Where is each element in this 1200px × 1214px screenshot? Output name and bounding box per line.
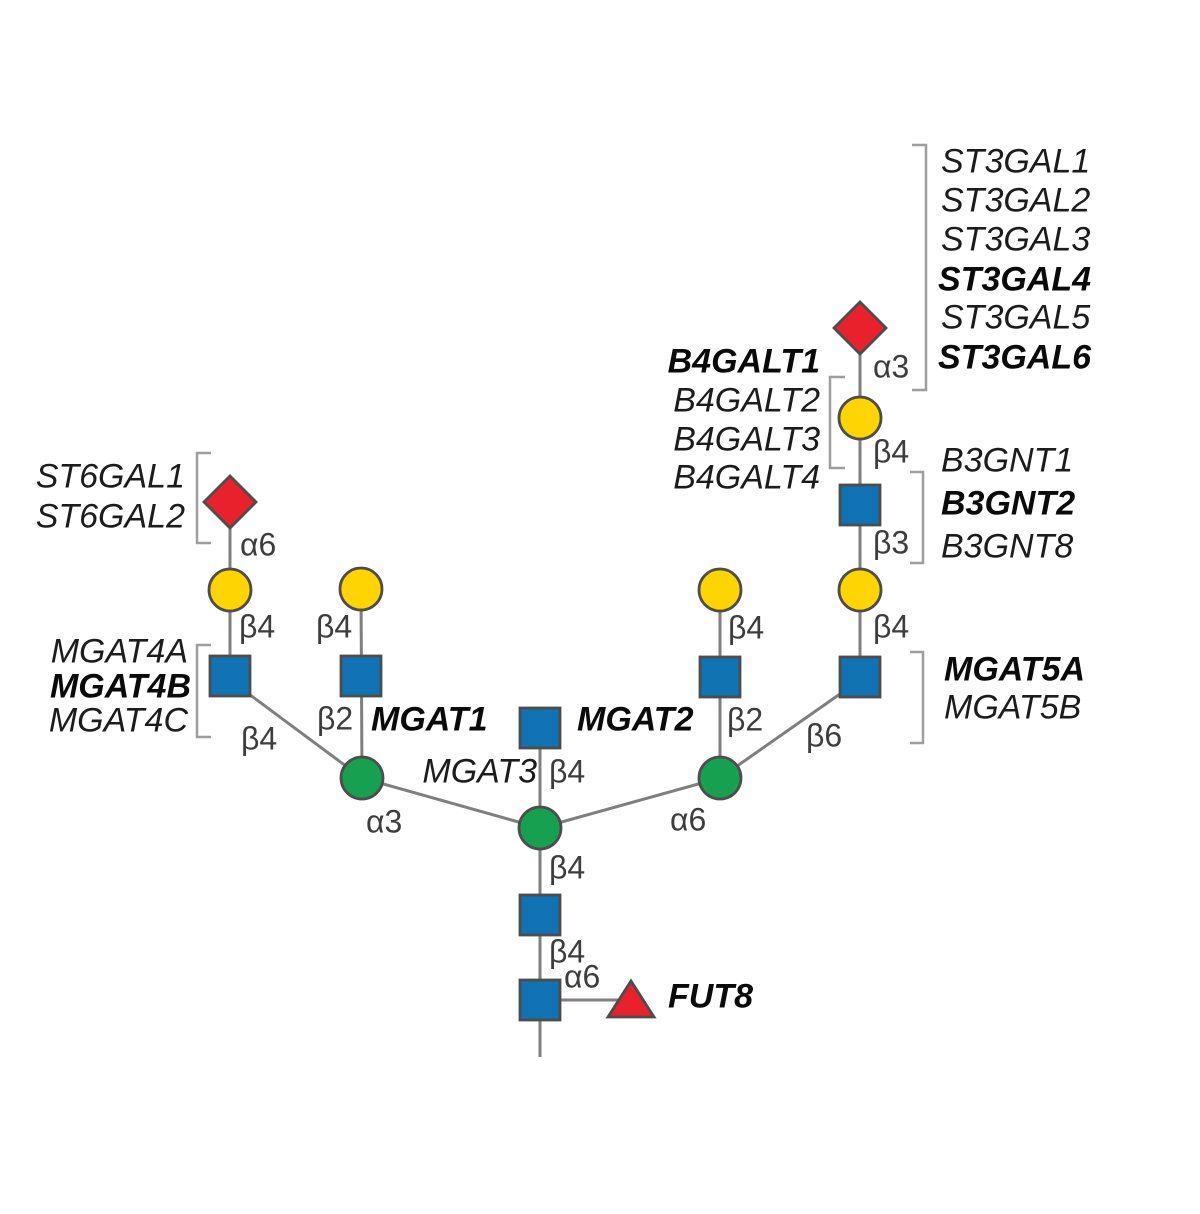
linkage-label-alpha3: α3: [366, 803, 403, 840]
linkage-label-alpha6: α6: [564, 958, 601, 995]
enzyme-label-st6gal2: ST6GAL2: [35, 497, 185, 536]
mannose-circle-core: [517, 805, 563, 851]
st3gal-bracket: [912, 143, 928, 392]
enzyme-label-b4galt4: B4GALT4: [673, 458, 820, 497]
enzyme-label-mgat1: MGAT1: [371, 700, 488, 739]
enzyme-label-st3gal6: ST3GAL6: [938, 338, 1092, 377]
glcnac-square-bisecting: [518, 706, 562, 750]
sialic-acid-diamond: [832, 300, 888, 356]
glcnac-square-core: [518, 978, 562, 1022]
enzyme-label-st6gal1: ST6GAL1: [35, 457, 185, 496]
glcnac-square: [208, 654, 252, 698]
linkage-label-beta4: β4: [239, 608, 276, 645]
galactose-circle: [837, 567, 883, 613]
mgat5-bracket: [910, 650, 925, 745]
enzyme-label-mgat4c: MGAT4C: [48, 701, 188, 740]
mannose-circle: [697, 755, 743, 801]
galactose-circle: [338, 566, 384, 612]
b3gnt-bracket: [910, 470, 925, 565]
enzyme-label-mgat4a: MGAT4A: [50, 632, 188, 671]
glcnac-square: [838, 655, 882, 699]
enzyme-label-b4galt3: B4GALT3: [673, 420, 820, 459]
linkage-label-alpha6: α6: [670, 801, 707, 838]
linkage-label-beta6: β6: [806, 717, 843, 754]
glcnac-square: [838, 483, 882, 527]
enzyme-label-mgat2: MGAT2: [577, 700, 694, 739]
linkage-label-beta4: β4: [549, 849, 586, 886]
monosaccharides: [202, 300, 888, 1022]
glcnac-square: [339, 654, 383, 698]
glcnac-square-core: [518, 893, 562, 937]
enzyme-label-mgat5a: MGAT5A: [944, 650, 1086, 689]
sialic-acid-diamond: [202, 474, 258, 530]
galactose-circle: [837, 395, 883, 441]
enzyme-label-mgat4b: MGAT4B: [49, 667, 191, 706]
enzyme-label-st3gal3: ST3GAL3: [941, 220, 1091, 259]
enzyme-label-b4galt2: B4GALT2: [673, 381, 820, 420]
mannose-circle: [339, 755, 385, 801]
linkage-label-beta2: β2: [317, 700, 354, 737]
enzyme-label-st3gal1: ST3GAL1: [941, 142, 1091, 181]
bond-line: [539, 776, 721, 830]
enzyme-label-mgat5b: MGAT5B: [944, 688, 1082, 727]
enzyme-label-b3gnt2: B3GNT2: [941, 484, 1076, 523]
glcnac-square: [698, 655, 742, 699]
linkage-label-beta4: β4: [549, 933, 586, 970]
linkage-label-beta4: β4: [873, 608, 910, 645]
enzyme-label-b4galt1: B4GALT1: [667, 342, 820, 381]
enzyme-label-st3gal2: ST3GAL2: [941, 181, 1091, 220]
group-brackets: [195, 143, 928, 745]
linkage-label-beta4: β4: [316, 608, 353, 645]
enzyme-label-st3gal5: ST3GAL5: [941, 298, 1091, 337]
linkage-label-beta4: β4: [241, 720, 278, 757]
enzyme-label-fut8: FUT8: [668, 977, 753, 1016]
enzyme-label-st3gal4: ST3GAL4: [938, 260, 1092, 299]
galactose-circle: [207, 567, 253, 613]
fucose-triangle: [605, 978, 657, 1019]
b4galt-bracket: [828, 375, 845, 470]
linkage-label-beta2: β2: [727, 701, 764, 738]
mgat4-bracket: [195, 643, 211, 739]
enzyme-label-mgat3: MGAT3: [422, 752, 537, 791]
enzyme-label-b3gnt1: B3GNT1: [941, 441, 1074, 480]
enzyme-label-b3gnt8: B3GNT8: [941, 527, 1074, 566]
linkage-label-alpha6: α6: [240, 526, 277, 563]
bond-line: [229, 678, 363, 780]
linkage-label-beta3: β3: [873, 524, 910, 561]
linkage-label-beta4: β4: [873, 433, 910, 470]
galactose-circle: [697, 567, 743, 613]
linkage-label-beta4: β4: [728, 609, 765, 646]
st6gal-bracket: [195, 451, 211, 545]
bond-line: [361, 776, 541, 830]
bond-line: [719, 678, 861, 780]
linkage-label-beta4: β4: [549, 753, 586, 790]
linkage-label-alpha3: α3: [873, 348, 910, 385]
